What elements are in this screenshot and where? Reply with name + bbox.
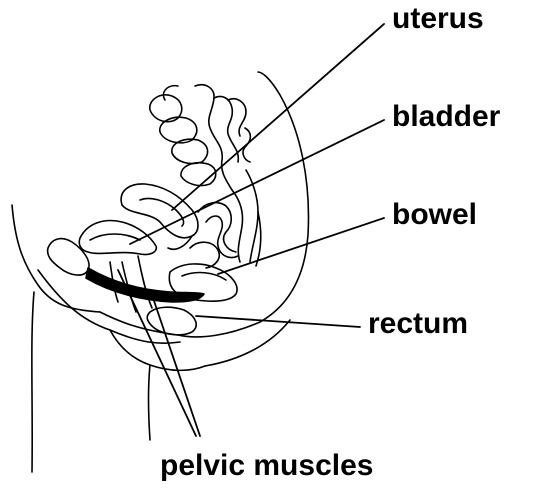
spine [150,85,261,266]
label-uterus: uterus [392,4,484,34]
bowel-shape [190,203,238,268]
label-bladder: bladder [392,102,500,132]
pubic-bone [48,239,89,275]
label-rectum: rectum [368,309,468,339]
label-pelvic-muscles: pelvic muscles [160,451,373,481]
leader-lines [118,24,384,436]
leader-line-uterus [172,24,384,210]
leader-line-rectum [196,316,360,327]
label-bowel: bowel [392,200,477,230]
leader-line-bowel [218,218,384,274]
